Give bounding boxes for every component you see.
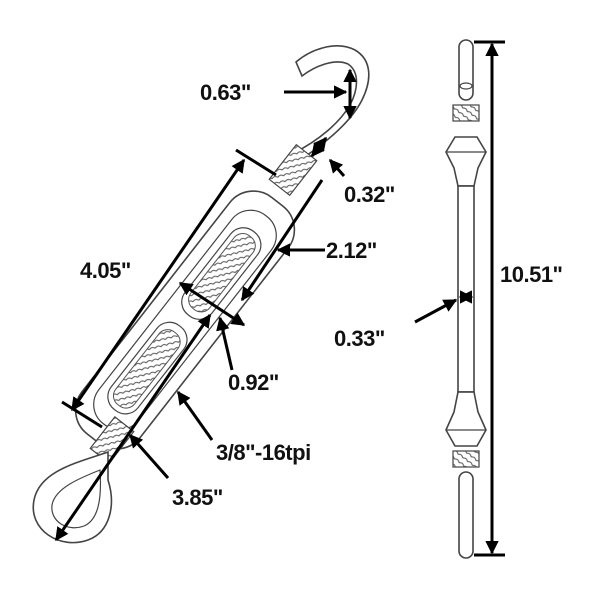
label-body-length: 4.05" (80, 258, 131, 283)
label-hook-wire: 0.32" (344, 182, 395, 207)
leader-thread-spec (176, 390, 214, 441)
hook-shape (290, 45, 370, 161)
label-eye-length: 3.85" (172, 485, 223, 510)
label-hook-opening: 0.63" (200, 80, 251, 105)
leader-0-92 (216, 316, 234, 371)
dim-hook-wire (310, 136, 328, 158)
label-thread-spec: 3/8"-16tpi (216, 440, 311, 465)
turnbuckle-body (74, 190, 296, 450)
turnbuckle-angled-view: 0.63" 0.32" 4.05" 2.12" 0.92" 3/8"-16tpi… (32, 45, 395, 544)
hook-threads (268, 143, 318, 197)
leader-0-33 (414, 298, 458, 324)
leader-3-85 (128, 433, 170, 479)
ext-line (235, 148, 277, 177)
dim-eye-length (54, 313, 212, 542)
label-overall-length: 10.51" (500, 262, 562, 287)
leader-0-32 (328, 158, 346, 177)
label-body-width: 0.92" (228, 370, 279, 395)
dim-body-width (178, 281, 246, 327)
label-rod-diameter: 0.33" (334, 326, 385, 351)
label-thread-length: 2.12" (326, 238, 377, 263)
dim-thread-length (240, 179, 324, 302)
turnbuckle-side-view: 10.51" 0.33" (334, 39, 563, 559)
